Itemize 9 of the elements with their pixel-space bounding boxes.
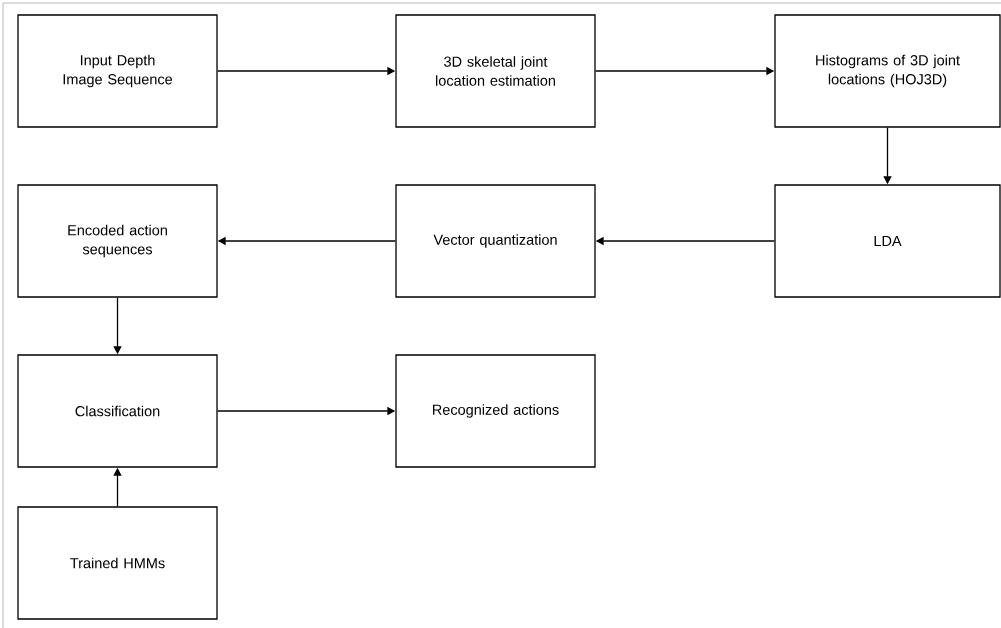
process-box: Vector quantization <box>395 184 596 298</box>
process-box: Encoded action sequences <box>17 184 218 298</box>
process-box: Histograms of 3D joint locations (HOJ3D) <box>774 14 1001 128</box>
process-box: Recognized actions <box>395 354 596 468</box>
process-box: Classification <box>17 354 218 468</box>
process-box: LDA <box>774 184 1001 298</box>
process-box: Input Depth Image Sequence <box>17 14 218 128</box>
process-box: Trained HMMs <box>17 506 218 620</box>
process-box: 3D skeletal joint location estimation <box>395 14 596 128</box>
